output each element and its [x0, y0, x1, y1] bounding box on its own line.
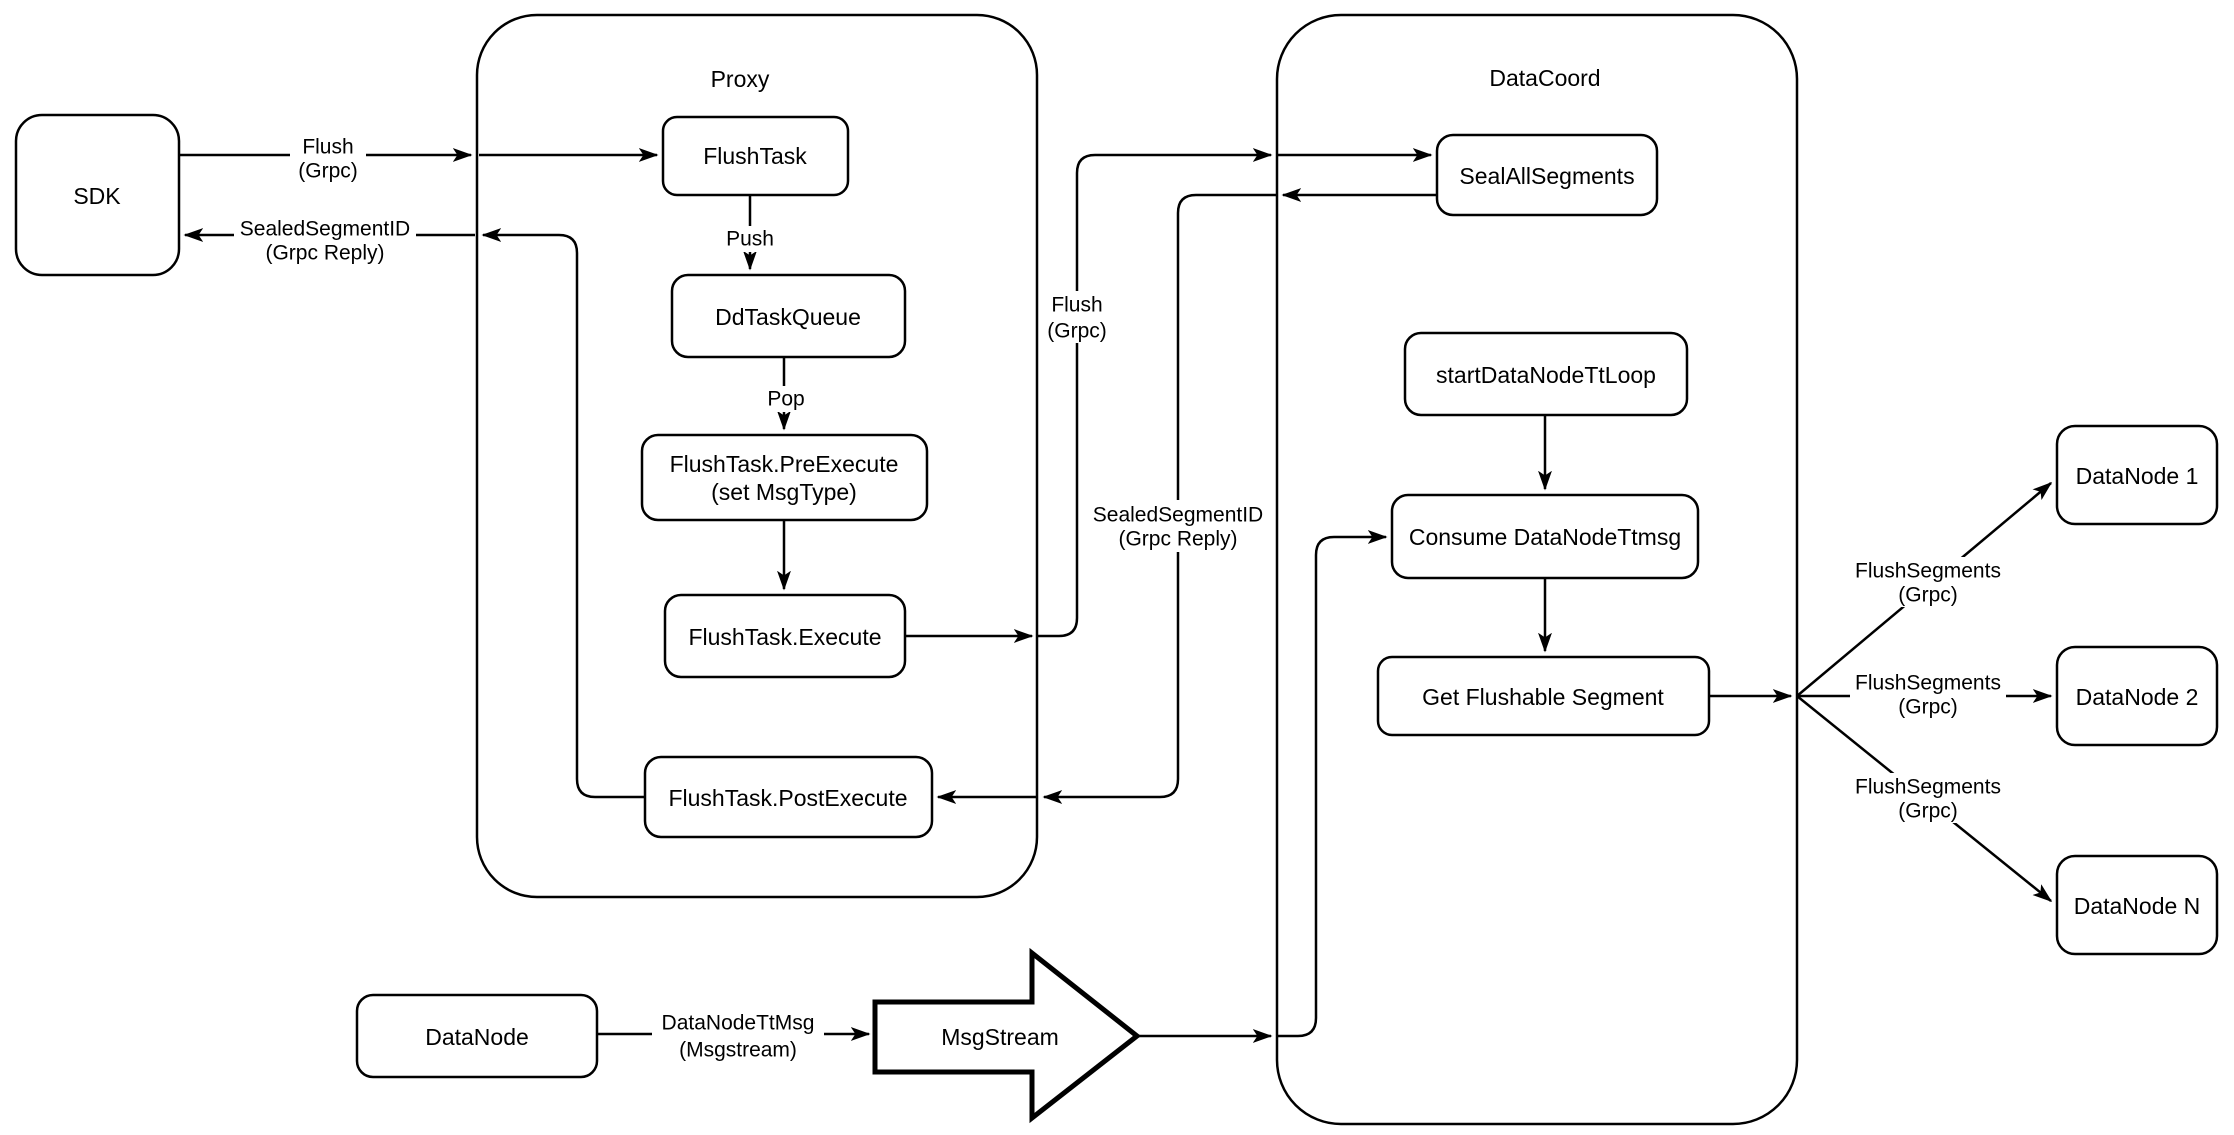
datanode-node-label: DataNode [425, 1024, 529, 1050]
edge-label-sdk-flush-line2: (Grpc) [298, 160, 358, 183]
preexecute-node: FlushTask.PreExecute (set MsgType) [640, 433, 929, 522]
edge-label-bg [234, 214, 416, 264]
proxy-container-title: Proxy [711, 66, 770, 92]
edge-label-bg [1850, 557, 2006, 607]
datanode-node: DataNode [355, 993, 599, 1079]
preexecute-node-label-line2: (set MsgType) [711, 479, 857, 505]
datanode-node-box [355, 993, 599, 1079]
getflushablesegment-node: Get Flushable Segment [1376, 655, 1711, 737]
consumedatanodettmsg-node-label: Consume DataNodeTtmsg [1409, 524, 1681, 550]
proxy-container-border [475, 13, 1039, 899]
edge-label-bg [1086, 500, 1270, 552]
datacoord-container-border [1275, 13, 1799, 1126]
datanode1-node: DataNode 1 [2055, 424, 2219, 526]
edge-label-bg [1850, 773, 2006, 823]
flushtask-node-box [661, 115, 850, 197]
startdatanodettloop-node: startDataNodeTtLoop [1403, 331, 1689, 417]
msgstream-node: MsgStream [872, 947, 1142, 1124]
getflushablesegment-node-box [1376, 655, 1711, 737]
edge-label-flushsegments-3: FlushSegments (Grpc) [1850, 773, 2006, 823]
execute-node-label: FlushTask.Execute [688, 624, 881, 650]
postexecute-node-box [643, 755, 934, 839]
datacoord-container: DataCoord [1275, 13, 1799, 1126]
edge-label-flushsegments2-line2: (Grpc) [1898, 696, 1958, 719]
msgstream-node-label: MsgStream [941, 1024, 1059, 1050]
edge-label-datanodettmsg-line1: DataNodeTtMsg [662, 1012, 815, 1035]
getflushablesegment-node-label: Get Flushable Segment [1422, 684, 1664, 710]
flushtask-node: FlushTask [661, 115, 850, 197]
execute-node: FlushTask.Execute [663, 593, 907, 679]
sealallsegments-node-label: SealAllSegments [1459, 163, 1634, 189]
sdk-node-label: SDK [73, 183, 121, 209]
edge-label-pop-text: Pop [767, 388, 804, 411]
edge-label-bg [762, 386, 810, 412]
consumedatanodettmsg-node: Consume DataNodeTtmsg [1390, 493, 1700, 580]
edge-datacoord-to-proxy-reply [1044, 193, 1277, 797]
edge-label-bg [290, 132, 366, 180]
edge-label-proxy-datacoord-flush: Flush (Grpc) [1040, 291, 1116, 343]
edge-label-bg [1850, 669, 2006, 719]
sealallsegments-node-box [1435, 133, 1659, 217]
execute-node-box [663, 593, 907, 679]
datacoord-container-title: DataCoord [1489, 65, 1600, 91]
edge-label-flushsegments2-line1: FlushSegments [1855, 672, 2001, 695]
postexecute-node-label: FlushTask.PostExecute [668, 785, 907, 811]
startdatanodettloop-node-label: startDataNodeTtLoop [1436, 362, 1656, 388]
edge-label-proxy-flush-line1: Flush [1051, 294, 1102, 317]
msgstream-block-arrow-shape [872, 947, 1142, 1124]
edge-label-bg [720, 226, 780, 252]
sealallsegments-node: SealAllSegments [1435, 133, 1659, 217]
sdk-node: SDK [14, 113, 181, 277]
edge-proxy-to-datacoord-flush [1038, 155, 1271, 638]
edge-label-sdk-reply-line1: SealedSegmentID [240, 218, 410, 241]
edge-postexecute-to-proxy-border [483, 235, 645, 799]
edge-label-datacoord-proxy-reply: SealedSegmentID (Grpc Reply) [1086, 500, 1270, 552]
sdk-node-box [14, 113, 181, 277]
edge-label-flushsegments-1: FlushSegments (Grpc) [1850, 557, 2006, 607]
consumedatanodettmsg-node-box [1390, 493, 1700, 580]
datanode2-node-label: DataNode 2 [2076, 684, 2199, 710]
edge-label-datanodettmsg: DataNodeTtMsg (Msgstream) [652, 1010, 824, 1062]
datanode2-node: DataNode 2 [2055, 645, 2219, 747]
ddtaskqueue-node-box [670, 273, 907, 359]
preexecute-node-box [640, 433, 929, 522]
edge-label-flushsegments1-line2: (Grpc) [1898, 584, 1958, 607]
datanode1-node-label: DataNode 1 [2076, 463, 2199, 489]
edge-label-datanodettmsg-line2: (Msgstream) [679, 1039, 797, 1062]
edge-label-reply-line1: SealedSegmentID [1093, 504, 1263, 527]
edge-label-flushsegments3-line1: FlushSegments [1855, 776, 2001, 799]
datanode2-node-box [2055, 645, 2219, 747]
edge-label-sdk-flush-line1: Flush [302, 136, 353, 159]
edge-label-flushsegments-2: FlushSegments (Grpc) [1850, 669, 2006, 719]
edge-datacoord-border-to-consume [1277, 537, 1386, 1038]
startdatanodettloop-node-box [1403, 331, 1689, 417]
edge-label-flushsegments3-line2: (Grpc) [1898, 800, 1958, 823]
edge-label-push-text: Push [726, 228, 774, 251]
datanode1-node-box [2055, 424, 2219, 526]
edge-label-reply-line2: (Grpc Reply) [1118, 528, 1237, 551]
edge-label-flushsegments1-line1: FlushSegments [1855, 560, 2001, 583]
datanoden-node-box [2055, 854, 2219, 956]
ddtaskqueue-node: DdTaskQueue [670, 273, 907, 359]
edge-label-sdk-flush: Flush (Grpc) [290, 132, 366, 183]
preexecute-node-label-line1: FlushTask.PreExecute [670, 451, 899, 477]
edge-label-bg [1040, 291, 1116, 343]
edge-label-bg [652, 1010, 824, 1062]
edge-label-push: Push [720, 226, 780, 252]
datanoden-node: DataNode N [2055, 854, 2219, 956]
flushtask-node-label: FlushTask [703, 143, 807, 169]
edge-label-sdk-reply-line2: (Grpc Reply) [265, 242, 384, 265]
postexecute-node: FlushTask.PostExecute [643, 755, 934, 839]
edge-label-proxy-flush-line2: (Grpc) [1047, 320, 1107, 343]
edge-label-pop: Pop [762, 386, 810, 412]
proxy-container: Proxy [475, 13, 1039, 899]
edge-label-sdk-reply: SealedSegmentID (Grpc Reply) [234, 214, 416, 265]
datanoden-node-label: DataNode N [2074, 893, 2201, 919]
ddtaskqueue-node-label: DdTaskQueue [715, 304, 861, 330]
